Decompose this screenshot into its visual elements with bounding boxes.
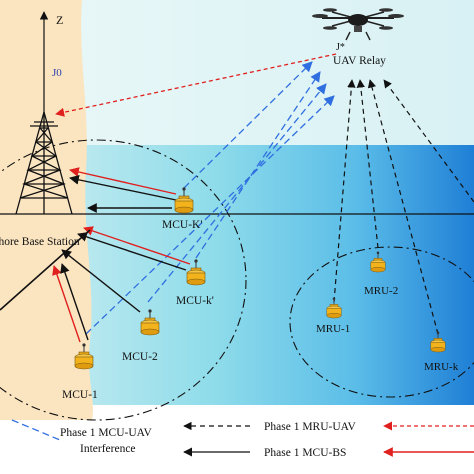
legend: Phase 1 MCU-UAV Interference Phase 1 MRU… [11, 419, 474, 459]
legend-mru-uav-label: Phase 1 MRU-UAV [264, 421, 356, 433]
jstar-label: J* [336, 42, 345, 53]
j0-label: J0 [52, 67, 62, 79]
mcu-uav-blue-links [85, 61, 335, 335]
mcu-bs-links [0, 167, 191, 343]
mru-label: MRU-k [424, 361, 459, 373]
uav-to-tower-red-dashed-arrow [55, 53, 337, 117]
base-station-label: shore Base Station [0, 236, 80, 248]
legend-blue-dash-sample [11, 419, 61, 441]
legend-mcu-uav-label: Phase 1 MCU-UAV [60, 427, 152, 439]
legend-mcu-bs-label: Phase 1 MCU-BS [264, 447, 346, 459]
uav-drone-icon [312, 8, 404, 41]
mru-uav-black-links [333, 79, 474, 335]
legend-interference-label: Interference [80, 443, 136, 455]
mcu-label: MCU-2 [122, 351, 158, 363]
mcu-label: MCU-1 [62, 389, 98, 401]
mru-label: MRU-1 [316, 323, 350, 335]
shore-region [0, 0, 93, 420]
base-station-tower-icon [15, 111, 73, 215]
mcu-coverage-ellipse [0, 139, 247, 421]
uav-relay-label: UAV Relay [333, 55, 386, 67]
mcu-label: MCU-k' [176, 295, 214, 307]
z-axis-label: Z [56, 13, 63, 27]
mru-coverage-ellipse [289, 246, 474, 398]
mcu-label: MCU-K' [162, 219, 202, 231]
mru-label: MRU-2 [364, 285, 398, 297]
